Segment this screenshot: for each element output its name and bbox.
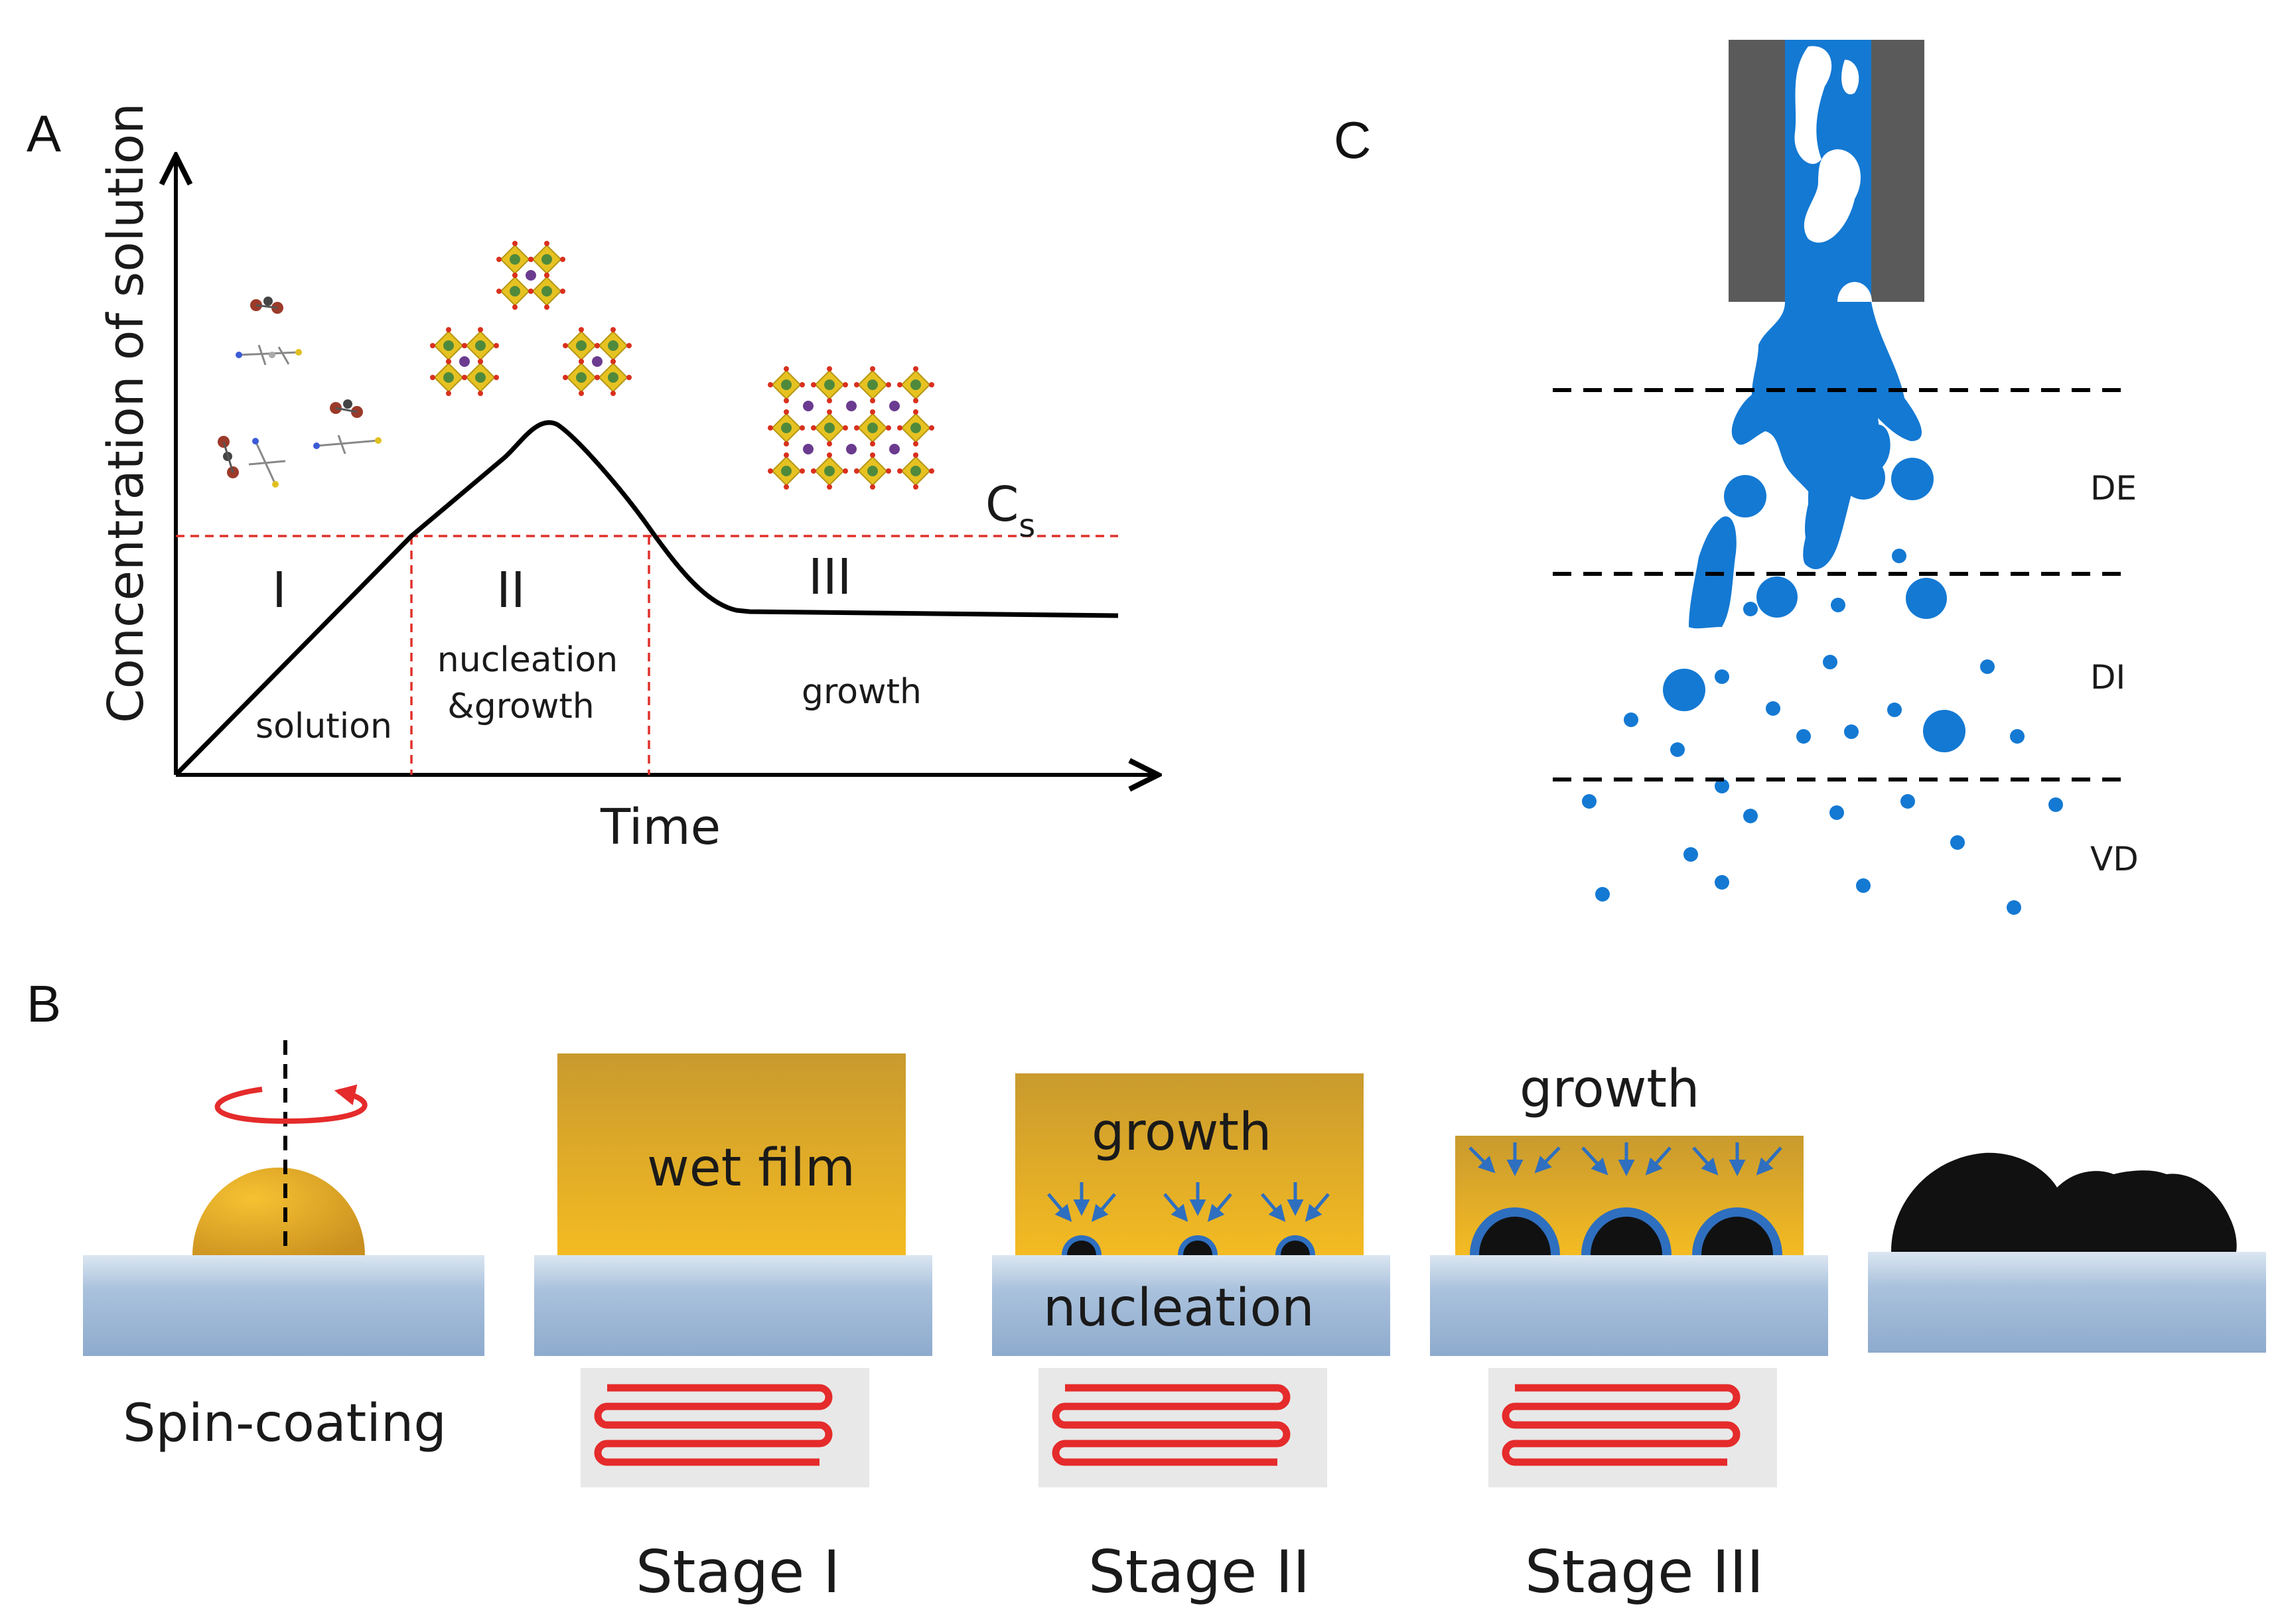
step-stage-3: growth Stage III (1430, 1059, 1828, 1606)
panel-label-a: A (27, 104, 61, 163)
panel-label-b: B (27, 975, 61, 1033)
crystal-nuclei (430, 241, 632, 396)
wet-film-label: wet film (647, 1138, 855, 1198)
precursor-molecules (218, 297, 382, 488)
growing-crystals (1470, 1207, 1782, 1255)
perovskite-film (1891, 1152, 2237, 1252)
zone-label-di: DI (2090, 658, 2125, 697)
region-1-text: solution (255, 707, 392, 746)
growth-label-stage-2: growth (1092, 1103, 1271, 1162)
crystal-lattice (767, 366, 935, 490)
substrate-3 (992, 1255, 1390, 1356)
substrate-1 (83, 1255, 484, 1356)
rotation-arrow-icon (214, 1084, 368, 1124)
wet-film-layer (557, 1053, 906, 1255)
zone-label-de: DE (2090, 469, 2137, 508)
step-label-stage-1: Stage I (636, 1538, 840, 1606)
film-layer-stage-2 (1015, 1073, 1364, 1255)
step-stage-2: growth nucleation Stage II (992, 1073, 1390, 1606)
diffusion-arrows-icon (1047, 1182, 1330, 1222)
region-2-numeral: II (496, 562, 526, 619)
step-label-spin-coating: Spin-coating (123, 1394, 447, 1454)
panel-c: C (1334, 40, 2139, 915)
substrate-5 (1868, 1252, 2266, 1353)
region-3-numeral: III (808, 549, 851, 606)
region-2-text-line2: &growth (447, 687, 594, 726)
growth-label-stage-3: growth (1520, 1059, 1699, 1119)
nuclei (1062, 1235, 1315, 1255)
substrate-4 (1430, 1255, 1828, 1356)
step-final-film (1868, 1152, 2266, 1353)
step-label-stage-3: Stage III (1525, 1538, 1764, 1606)
panel-label-c: C (1334, 111, 1371, 169)
region-2-text-line1: nucleation (437, 640, 618, 680)
step-stage-1: wet film Stage I (534, 1053, 932, 1606)
step-spin-coating: Spin-coating (83, 1040, 484, 1454)
diffusion-arrows-icon (1468, 1142, 1782, 1176)
precursor-droplet (192, 1168, 365, 1255)
panel-b: B Spin-coating wet film Stage I growth (27, 975, 2266, 1606)
zone-label-vd: VD (2090, 840, 2139, 878)
spray-jet (1582, 302, 2063, 915)
y-axis-label: Concentration of solution (98, 103, 155, 723)
region-3-text: growth (802, 672, 922, 712)
substrate-2 (534, 1255, 932, 1356)
panel-a: A Concentration of solution Time Cs I so… (27, 103, 1155, 856)
step-label-stage-2: Stage II (1088, 1538, 1310, 1606)
region-1-numeral: I (272, 562, 287, 619)
concentration-curve (174, 420, 1119, 777)
cs-label: Cs (985, 476, 1035, 545)
nucleation-label: nucleation (1043, 1278, 1315, 1338)
x-axis-label: Time (600, 799, 721, 856)
